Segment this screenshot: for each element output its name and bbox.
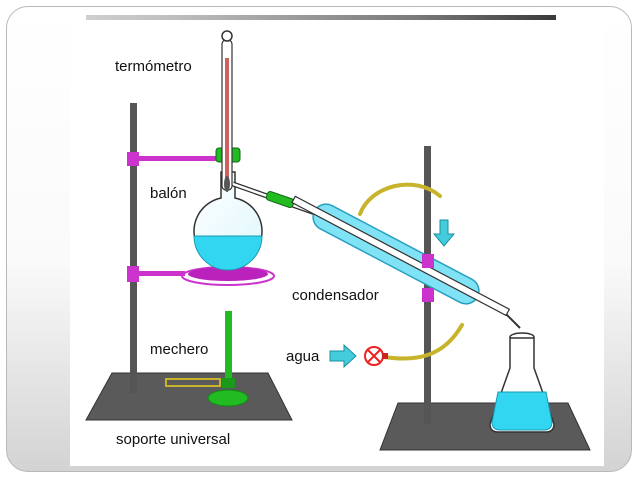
burner — [165, 311, 249, 407]
gas-inlet — [165, 378, 221, 387]
lower-clamp-ring — [127, 266, 275, 286]
condenser — [291, 195, 511, 317]
condenser-clamps — [422, 254, 434, 302]
distillate-liquid — [491, 391, 553, 431]
distillation-flask — [193, 147, 319, 271]
left-stand — [85, 103, 293, 421]
thermometer-column — [225, 58, 229, 180]
label-thermometer: termómetro — [115, 58, 192, 75]
water-hoses — [358, 182, 464, 361]
water-in-arrow — [329, 343, 357, 369]
water-inlet-hose — [382, 323, 464, 361]
water-out-arrow — [432, 219, 456, 247]
flask-liquid — [193, 235, 263, 271]
upper-clamp — [127, 152, 223, 166]
label-burner: mechero — [150, 341, 208, 358]
water-outlet-hose — [358, 182, 442, 216]
condenser-outlet — [505, 313, 521, 329]
condenser-inner-tube — [291, 195, 511, 317]
thermometer — [221, 30, 233, 192]
left-stand-rod — [130, 103, 137, 393]
label-condenser: condensador — [292, 287, 379, 304]
label-stand: soporte universal — [116, 431, 230, 448]
burner-tube — [225, 311, 232, 387]
left-base-plate — [85, 372, 293, 421]
label-flask: balón — [150, 185, 187, 202]
label-water: agua — [286, 348, 320, 365]
side-arm-connector — [265, 191, 295, 209]
thermometer-bulb — [224, 176, 230, 192]
burner-base — [207, 389, 249, 407]
right-base-plate — [379, 402, 591, 451]
slide-top-bar — [86, 15, 556, 20]
water-valve — [364, 346, 388, 366]
receiving-flask — [489, 332, 555, 433]
